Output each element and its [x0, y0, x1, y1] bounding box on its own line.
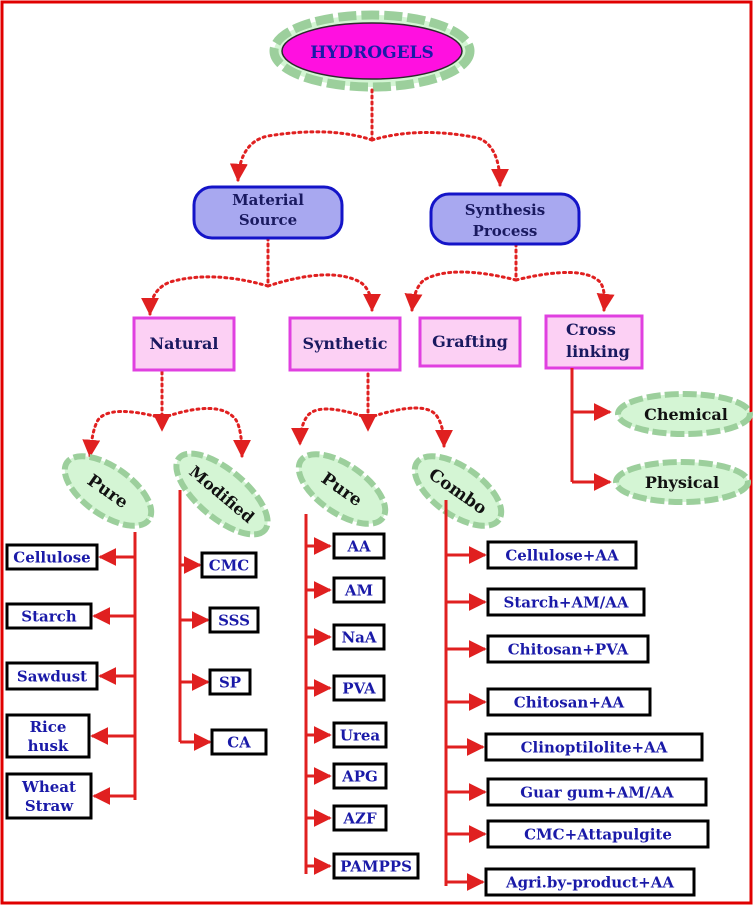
grafting-label: Grafting	[432, 332, 508, 351]
cross-linking-node: Cross linking	[544, 314, 644, 370]
leaf-box: CMC+Attapulgite	[486, 819, 710, 849]
leaf-box: Agri.by-product+AA	[484, 867, 696, 897]
leaf-box: AM	[332, 576, 386, 604]
leaf-label: Cellulose	[13, 548, 90, 566]
natural-modified-list: CMC SSS SP CA	[178, 490, 268, 756]
chemical-node: Chemical	[615, 391, 753, 437]
leaf-box: PVA	[332, 674, 386, 702]
leaf-label: CMC	[209, 556, 250, 574]
leaf-label: Chitosan+PVA	[508, 640, 629, 658]
leaf-box: Sawdust	[5, 661, 99, 691]
natural-pure-oval: Pure	[61, 453, 155, 529]
leaf-label: Starch+AM/AA	[504, 593, 629, 611]
leaf-label: Rice	[30, 718, 67, 736]
cross-linking-label-line2: linking	[566, 342, 630, 361]
leaf-label: AM	[344, 581, 373, 599]
leaf-label: Wheat	[21, 778, 76, 796]
physical-node: Physical	[613, 459, 751, 505]
leaf-label: Agri.by-product+AA	[505, 873, 674, 891]
leaf-label: PVA	[342, 679, 376, 697]
leaf-box: AA	[332, 532, 386, 560]
leaf-box: PAMPPS	[332, 852, 420, 880]
leaf-box: Chitosan+PVA	[486, 634, 650, 664]
leaf-box: Chitosan+AA	[486, 687, 652, 717]
leaf-label: SP	[219, 673, 241, 691]
leaf-label: AZF	[342, 809, 377, 827]
natural-label: Natural	[150, 334, 219, 353]
root-node: HYDROGELS	[269, 10, 475, 92]
leaf-box: CMC	[200, 551, 258, 579]
leaf-box: Urea	[332, 721, 388, 749]
root-label: HYDROGELS	[310, 43, 434, 63]
leaf-label: CA	[227, 733, 251, 751]
synthesis-process-node: Synthesis Process	[429, 192, 581, 246]
leaf-label: Chitosan+AA	[514, 693, 625, 711]
leaf-label: AA	[346, 537, 371, 555]
synthetic-label: Synthetic	[303, 334, 388, 353]
leaf-label: Urea	[340, 726, 381, 744]
leaf-label: APG	[341, 767, 378, 785]
physical-label: Physical	[645, 473, 719, 492]
leaf-box: Starch+AM/AA	[486, 587, 646, 617]
leaf-box: Starch	[5, 602, 93, 630]
synthetic-pure-oval: Pure	[295, 451, 389, 527]
leaf-label: Guar gum+AM/AA	[520, 783, 674, 801]
leaf-label: SSS	[218, 611, 250, 629]
leaf-box: AZF	[332, 804, 388, 832]
synthesis-process-label-line2: Process	[473, 222, 538, 240]
leaf-label: Starch	[21, 607, 77, 625]
leaf-box: CA	[210, 728, 268, 756]
leaf-box: Cellulose+AA	[486, 540, 638, 570]
leaf-box: SP	[208, 668, 252, 696]
cross-linking-label-line1: Cross	[566, 320, 616, 339]
dotted-connectors	[82, 88, 615, 458]
leaf-label: Straw	[25, 797, 74, 815]
leaf-label: Cellulose+AA	[505, 546, 619, 564]
leaf-label: PAMPPS	[340, 857, 412, 875]
leaf-box: Guar gum+AM/AA	[486, 777, 708, 807]
material-source-label-line1: Material	[232, 191, 304, 209]
grafting-node: Grafting	[418, 316, 522, 368]
leaf-box: SSS	[208, 606, 260, 634]
leaf-box: NaA	[332, 623, 386, 651]
cross-linking-connectors	[570, 368, 612, 491]
leaf-label: CMC+Attapulgite	[524, 825, 672, 843]
leaf-label: NaA	[341, 628, 376, 646]
material-source-node: Material Source	[192, 185, 344, 240]
synthetic-node: Synthetic	[288, 316, 402, 372]
leaf-label: Clinoptilolite+AA	[521, 738, 668, 756]
synthetic-combo-oval: Combo	[411, 453, 505, 529]
synthesis-process-label-line1: Synthesis	[465, 201, 545, 219]
leaf-box: APG	[332, 762, 388, 790]
natural-node: Natural	[132, 316, 236, 372]
leaf-box: Cellulose	[5, 543, 99, 571]
leaf-label: Sawdust	[17, 667, 87, 685]
synthetic-combo-list: Cellulose+AA Starch+AM/AA Chitosan+PVA Chit…	[444, 500, 710, 897]
chemical-label: Chemical	[644, 405, 728, 424]
leaf-box: Clinoptilolite+AA	[484, 732, 704, 762]
material-source-label-line2: Source	[239, 211, 297, 229]
leaf-label: husk	[28, 737, 69, 755]
